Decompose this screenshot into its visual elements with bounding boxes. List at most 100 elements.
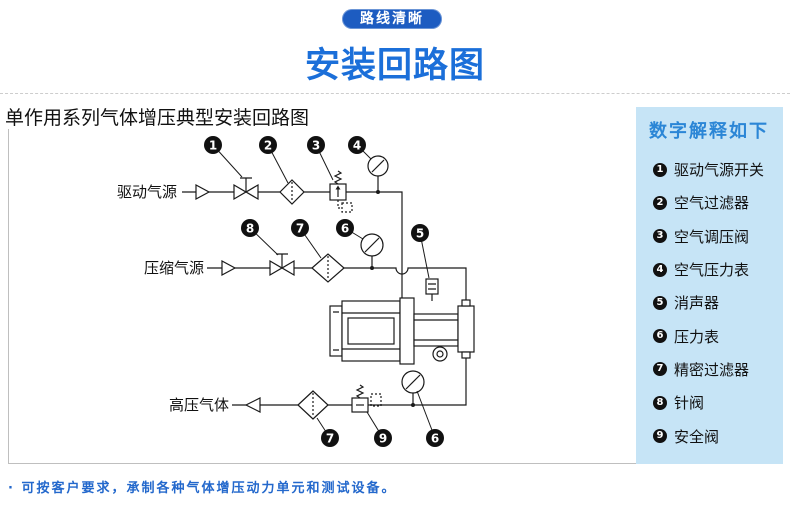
gauge-needle (405, 374, 421, 390)
drive-piston (347, 317, 395, 345)
callout-number: 2 (264, 139, 272, 153)
drive-cylinder-tie-rods (342, 312, 400, 350)
left-end-cap-ports (333, 311, 339, 351)
callout-badge (241, 219, 259, 237)
pipe-junction (411, 403, 415, 407)
high-pressure-tie-rods (414, 319, 458, 341)
legend-number-badge: 5 (653, 295, 667, 310)
gas-booster-pump (329, 297, 475, 365)
legend-label: 空气压力表 (674, 261, 750, 280)
callout-1: 1 (204, 136, 222, 154)
air-pressure-gauge (367, 155, 389, 194)
legend-number-badge: 7 (653, 362, 667, 377)
legend-number-badge: 4 (653, 262, 667, 277)
callout-number: 4 (353, 139, 361, 153)
callout-badge (259, 136, 277, 154)
legend-item: 9 安全阀 (636, 419, 783, 452)
outlet-fitting (461, 351, 471, 359)
callout-number: 6 (341, 222, 349, 236)
high-pressure-outlet-arrow (244, 397, 261, 413)
legend-number-badge: 1 (653, 162, 667, 177)
section-badge: 路线清晰 (342, 9, 442, 29)
callout-number: 7 (326, 432, 334, 446)
legend-item: 7 精密过滤器 (636, 353, 783, 386)
legend-item: 8 针阀 (636, 386, 783, 419)
callout-2: 2 (259, 136, 277, 154)
muffler-baffles (428, 283, 436, 290)
callout-number: 8 (246, 222, 254, 236)
regulator-arrowhead (335, 185, 341, 190)
legend-number-badge: 2 (653, 195, 667, 210)
box-bottom-border (8, 463, 636, 464)
legend-number-badge: 3 (653, 229, 667, 244)
pressure-gauge-outlet (401, 370, 425, 407)
callout-number: 7 (296, 222, 304, 236)
footer-note: · 可按客户要求，承制各种气体增压动力单元和测试设备。 (8, 481, 397, 496)
callout-6: 6 (336, 219, 354, 237)
air-regulator (329, 170, 353, 213)
precision-filter-outlet (297, 390, 329, 420)
air-filter (279, 179, 305, 205)
callout-number: 1 (209, 139, 217, 153)
legend-label: 安全阀 (674, 427, 720, 446)
callout-number: 5 (416, 227, 424, 241)
legend-item: 4 空气压力表 (636, 253, 783, 286)
pipe-junction (376, 190, 380, 194)
installation-circuit-diagram: 驱动气源 压缩气源 高压气体 1 2 3 4 8 7 6 (117, 136, 475, 447)
valve-handle (240, 177, 252, 192)
callout-badge (426, 429, 444, 447)
callout-badge (307, 136, 325, 154)
center-flange (399, 297, 415, 365)
high-pressure-cylinder (413, 313, 459, 347)
pipe-junction (370, 266, 374, 270)
gauge-needle (364, 237, 380, 253)
compressed-air-inlet-arrow (221, 259, 237, 277)
diagram-title: 单作用系列气体增压典型安装回路图 (5, 107, 310, 129)
legend-label: 压力表 (674, 327, 720, 346)
safety-valve (351, 384, 382, 413)
precision-filter (311, 253, 345, 283)
right-end-cap (457, 305, 475, 353)
safety-valve-pilot (370, 393, 382, 407)
needle-valve (269, 253, 295, 277)
left-end-cap (329, 305, 343, 357)
regulator-pilot-line (337, 200, 342, 209)
legend-label: 针阀 (674, 394, 705, 413)
legend-label: 空气过滤器 (674, 194, 750, 213)
legend-number-badge: 8 (653, 395, 667, 410)
legend-label: 空气调压阀 (674, 227, 750, 246)
drive-air-pipe (182, 191, 403, 298)
callout-badge (411, 224, 429, 242)
muffler (425, 278, 439, 301)
muffler-body (425, 278, 439, 295)
safety-valve-spring (355, 384, 365, 399)
drive-air-inlet-arrow (195, 183, 211, 201)
legend-item: 3 空气调压阀 (636, 220, 783, 253)
callout-7: 7 (291, 219, 309, 237)
legend-number-badge: 9 (653, 429, 667, 444)
callout-badge (348, 136, 366, 154)
gauge-needle (371, 159, 385, 173)
inlet-fitting (461, 299, 471, 307)
callout-4: 4 (348, 136, 366, 154)
callout-badge (321, 429, 339, 447)
callout-9: 9 (374, 429, 392, 447)
legend-label: 精密过滤器 (674, 360, 750, 379)
legend-item: 2 空气过滤器 (636, 186, 783, 219)
dashed-divider (0, 93, 790, 94)
compressed-air-pipe (207, 267, 467, 300)
pressure-gauge-inlet (360, 233, 384, 270)
callout-badge (336, 219, 354, 237)
box-left-border (8, 129, 9, 463)
legend-number-badge: 6 (653, 329, 667, 344)
callout-number: 3 (312, 139, 320, 153)
callout-7-outlet: 7 (321, 429, 339, 447)
page-title: 安装回路图 (304, 46, 485, 86)
callout-5: 5 (411, 224, 429, 242)
callout-number: 6 (431, 432, 439, 446)
compressed-air-source-label: 压缩气源 (144, 259, 204, 277)
